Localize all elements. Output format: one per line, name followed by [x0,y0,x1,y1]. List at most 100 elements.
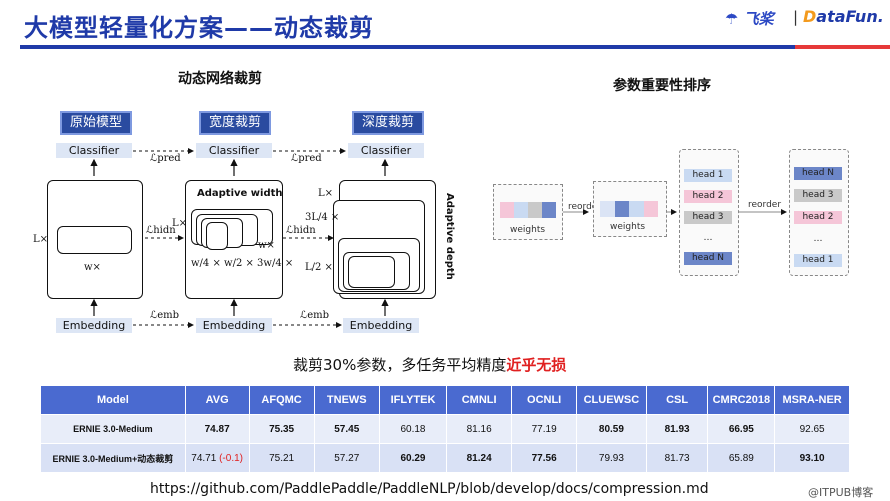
source-url[interactable]: https://github.com/PaddlePaddle/PaddleNL… [150,481,709,497]
loss-pred-label-1: ℒpred [150,153,181,164]
head-chip: head 2 [684,190,732,203]
table-cell: 74.87 [184,414,250,444]
weight-cell [500,202,514,218]
table-cell: 77.56 [511,443,578,473]
table-cell: 81.93 [645,414,709,444]
feijiang-logo-mark: ☂︎ [725,10,744,28]
watermark: @ITPUB博客 [808,486,874,499]
adaptive-width-label: Adaptive width [197,188,283,199]
original-model-box: 原始模型 [60,111,132,135]
left-diagram-title: 动态网络裁剪 [178,71,262,87]
weight-cell [514,202,528,218]
results-table: Model AVG AFQMC TNEWS IFLYTEK CMNLI OCNL… [40,385,850,473]
datafun-logo-text: ataFun. [816,7,884,26]
head-ellipsis: … [813,234,823,244]
head-chip: head 3 [684,211,732,224]
datafun-logo-initial: D [803,7,817,26]
table-row: ERNIE 3.0-Medium 74.87 75.35 57.45 60.18… [40,414,850,444]
avg-value: 74.71 [191,452,217,464]
table-cell: 75.21 [248,443,315,473]
column-header: TNEWS [313,385,380,415]
table-cell: ERNIE 3.0-Medium [40,414,186,444]
depth-full-label: L× [318,188,334,199]
datafun-logo: DataFun. [803,7,884,26]
table-cell: ERNIE 3.0-Medium+动态裁剪 [40,443,186,473]
column-header: IFLYTEK [378,385,448,415]
width-ratio-labels: w/4 × w/2 × 3w/4 × [191,258,294,269]
column-header: OCNLI [511,385,578,415]
depth-layer-1-4 [348,256,395,288]
feijiang-logo: ☂︎ 飞桨 [725,8,774,29]
table-cell: 57.45 [313,414,380,444]
title-divider [20,45,795,49]
table-cell: 57.27 [313,443,380,473]
weight-cell [542,202,556,218]
head-chip: head 1 [684,169,732,182]
head-chip: head N [794,167,842,180]
table-row: ERNIE 3.0-Medium+动态裁剪 74.71 (-0.1) 75.21… [40,443,850,473]
weight-cell [600,201,615,217]
loss-hidn-label-1: ℒhidn [146,225,176,236]
table-cell: 75.35 [248,414,315,444]
column-header: CMRC2018 [707,385,776,415]
adaptive-depth-label: Adaptive depth [444,193,455,280]
column-header: CLUEWSC [576,385,647,415]
reorder-label-1: reorder [568,202,602,212]
caption-text: 裁剪30%参数，多任务平均精度 [293,356,507,374]
column-header: CMNLI [446,385,513,415]
weight-cell [629,201,644,217]
width-full-label: w× [258,240,275,251]
loss-emb-label-2: ℒemb [300,310,330,321]
table-cell: 81.24 [446,443,513,473]
table-cell: 81.73 [645,443,709,473]
weights-label-after: weights [610,222,646,232]
head-chip: head 1 [794,254,842,267]
column-header: CSL [645,385,709,415]
page-title: 大模型轻量化方案——动态裁剪 [24,14,374,42]
weights-bar-before [500,202,556,218]
table-cell: 93.10 [774,443,850,473]
width-layer-1-4 [206,222,228,250]
table-cell: 79.93 [576,443,647,473]
column-header: AFQMC [248,385,315,415]
loss-pred-label-2: ℒpred [291,153,322,164]
weights-label-before: weights [510,225,546,235]
reorder-label-2: reorder [748,200,782,210]
table-cell: 92.65 [774,414,850,444]
head-chip: head 3 [794,189,842,202]
column-header: Model [40,385,186,415]
weights-bar-after [600,201,658,217]
weight-cell [643,201,658,217]
caption-highlight: 近乎无损 [506,356,567,374]
depth-pruning-box: 深度裁剪 [352,111,424,135]
table-cell: 74.71 (-0.1) [184,443,250,473]
original-layer-box [57,226,132,254]
loss-emb-label-1: ℒemb [150,310,180,321]
table-cell: 80.59 [576,414,647,444]
result-caption: 裁剪30%参数，多任务平均精度近乎无损 [293,354,566,375]
embedding-label-3: Embedding [343,318,419,333]
depth-34-label: 3L/4 × [305,212,340,223]
weight-cell [614,201,629,217]
original-width-label: w× [84,262,101,273]
head-chip: head N [684,252,732,265]
width-layer-count: L× [172,218,188,229]
classifier-label-2: Classifier [196,143,272,158]
weight-cell [528,202,542,218]
loss-hidn-label-2: ℒhidn [286,225,316,236]
table-cell: 66.95 [707,414,776,444]
table-cell: 65.89 [707,443,776,473]
logo-separator: | [793,8,799,26]
table-cell: 60.18 [378,414,448,444]
head-chip: head 2 [794,211,842,224]
title-divider-accent [795,45,890,49]
right-diagram-title: 参数重要性排序 [613,78,711,94]
classifier-label-3: Classifier [348,143,424,158]
classifier-label-1: Classifier [56,143,132,158]
embedding-label-2: Embedding [196,318,272,333]
table-header-row: Model AVG AFQMC TNEWS IFLYTEK CMNLI OCNL… [40,385,850,415]
depth-12-label: L/2 × [305,262,333,273]
original-layer-count: L× [33,234,49,245]
head-ellipsis: … [703,233,713,243]
table-cell: 77.19 [511,414,578,444]
